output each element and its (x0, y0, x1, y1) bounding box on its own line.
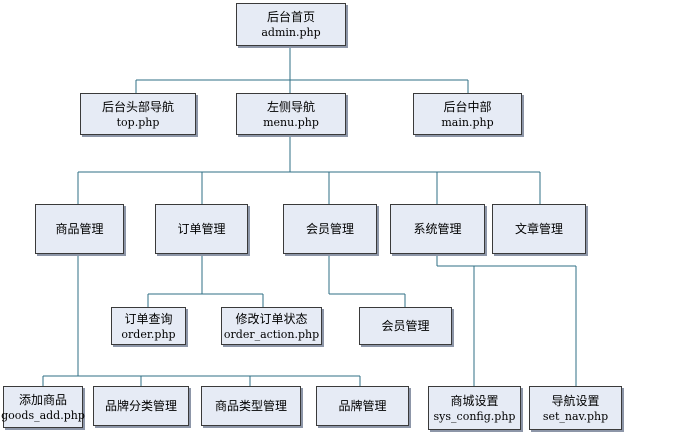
node-goods-type: 商品类型管理 (201, 386, 301, 426)
node-file: order.php (121, 327, 176, 341)
node-top-nav: 后台头部导航 top.php (80, 93, 196, 135)
node-member-mgmt: 会员管理 (283, 204, 377, 254)
node-system-mgmt: 系统管理 (390, 204, 485, 254)
node-main-frame: 后台中部 main.php (413, 93, 522, 135)
node-file: main.php (441, 115, 494, 129)
node-title: 订单查询 (124, 311, 173, 326)
node-title: 添加商品 (18, 392, 67, 407)
node-order-edit-status: 修改订单状态 order_action.php (221, 307, 322, 345)
node-title: 左侧导航 (266, 99, 315, 114)
node-title: 系统管理 (413, 222, 462, 236)
node-file: set_nav.php (542, 409, 609, 423)
node-article-mgmt: 文章管理 (492, 204, 586, 254)
node-title: 会员管理 (305, 222, 354, 236)
node-title: 商城设置 (450, 393, 499, 408)
node-goods-mgmt: 商品管理 (35, 204, 124, 254)
node-file: admin.php (261, 26, 321, 39)
node-title: 后台首页 (266, 10, 315, 24)
node-title: 文章管理 (514, 222, 563, 236)
node-goods-add: 添加商品 goods_add.php (1, 386, 85, 428)
node-title: 导航设置 (551, 393, 600, 408)
node-file: menu.php (263, 115, 319, 129)
node-brand-mgmt: 品牌管理 (316, 386, 409, 426)
node-title: 订单管理 (177, 222, 226, 236)
node-title: 后台中部 (443, 99, 492, 114)
node-admin-home: 后台首页 admin.php (236, 3, 346, 46)
node-title: 会员管理 (381, 319, 430, 333)
node-brand-category: 品牌分类管理 (93, 386, 189, 426)
node-file: top.php (116, 115, 160, 129)
node-file: order_action.php (223, 327, 320, 341)
node-order-query: 订单查询 order.php (111, 307, 186, 345)
node-title: 商品管理 (55, 222, 104, 236)
node-mall-settings: 商城设置 sys_config.php (428, 386, 521, 430)
node-left-menu: 左侧导航 menu.php (236, 93, 346, 135)
node-title: 品牌管理 (338, 399, 387, 413)
node-nav-settings: 导航设置 set_nav.php (529, 386, 622, 430)
node-file: sys_config.php (433, 409, 516, 423)
node-title: 商品类型管理 (214, 399, 287, 413)
node-title: 修改订单状态 (235, 311, 308, 326)
node-title: 后台头部导航 (101, 99, 174, 114)
node-member-manage: 会员管理 (359, 307, 452, 345)
node-file: goods_add.php (1, 408, 85, 422)
node-title: 品牌分类管理 (104, 399, 177, 413)
node-order-mgmt: 订单管理 (155, 204, 248, 254)
